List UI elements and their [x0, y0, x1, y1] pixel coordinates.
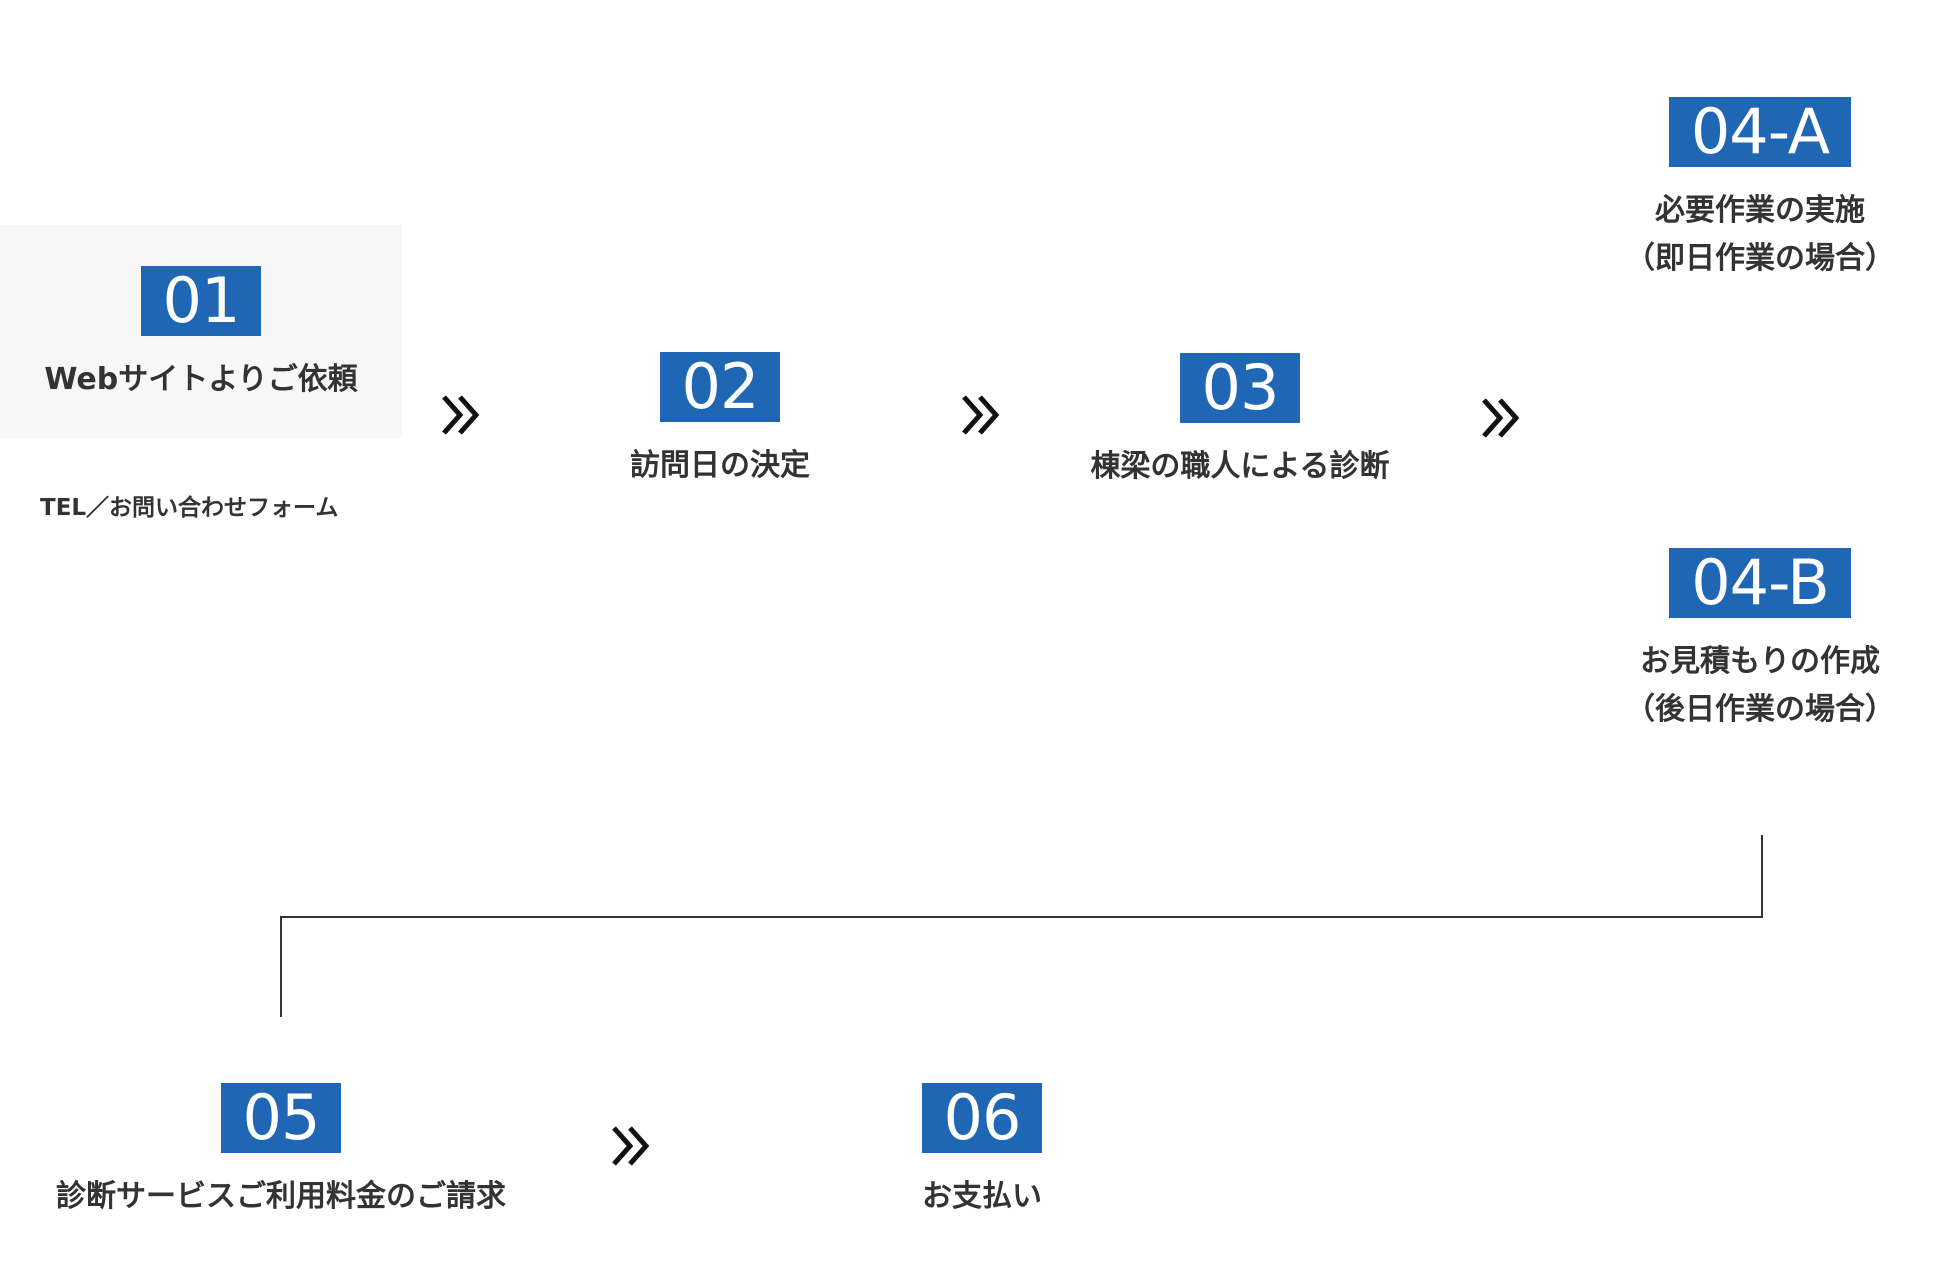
step-06-number: 06: [921, 1083, 1043, 1153]
step-03: 03 棟梁の職人による診断: [1040, 353, 1440, 491]
step-04b-label: お見積もりの作成 （後日作業の場合）: [1580, 638, 1940, 734]
double-chevron-right-icon: [608, 1124, 652, 1168]
step-04a: 04-A 必要作業の実施 （即日作業の場合）: [1580, 97, 1940, 283]
step-04b-number: 04-B: [1669, 548, 1851, 618]
double-chevron-right-icon: [438, 393, 482, 437]
step-03-number: 03: [1179, 353, 1301, 423]
step-02: 02 訪問日の決定: [560, 352, 880, 490]
step-04a-label: 必要作業の実施 （即日作業の場合）: [1580, 187, 1940, 283]
step-06: 06 お支払い: [852, 1083, 1112, 1221]
step-05-number: 05: [220, 1083, 342, 1153]
double-chevron-right-icon: [958, 393, 1002, 437]
step-01-sub-label: TEL／お問い合わせフォーム: [40, 495, 339, 521]
step-04b-label-line2: （後日作業の場合）: [1625, 692, 1895, 727]
step-05-label: 診断サービスご利用料金のご請求: [56, 1179, 506, 1214]
step-06-label: お支払い: [922, 1179, 1042, 1214]
double-chevron-right-icon: [1478, 396, 1522, 440]
step-04a-label-line1: 必要作業の実施: [1655, 193, 1865, 228]
step-01: 01 Webサイトよりご依頼: [0, 266, 402, 404]
step-02-label: 訪問日の決定: [630, 448, 810, 483]
step-04b-label-line1: お見積もりの作成: [1640, 644, 1880, 679]
step-05: 05 診断サービスご利用料金のご請求: [20, 1083, 542, 1221]
step-01-label: Webサイトよりご依頼: [44, 362, 358, 397]
step-04b: 04-B お見積もりの作成 （後日作業の場合）: [1580, 548, 1940, 734]
step-04a-number: 04-A: [1668, 97, 1852, 167]
step-04a-label-line2: （即日作業の場合）: [1625, 241, 1895, 276]
step-02-number: 02: [659, 352, 781, 422]
step-03-label: 棟梁の職人による診断: [1090, 449, 1390, 484]
step-01-number: 01: [140, 266, 262, 336]
